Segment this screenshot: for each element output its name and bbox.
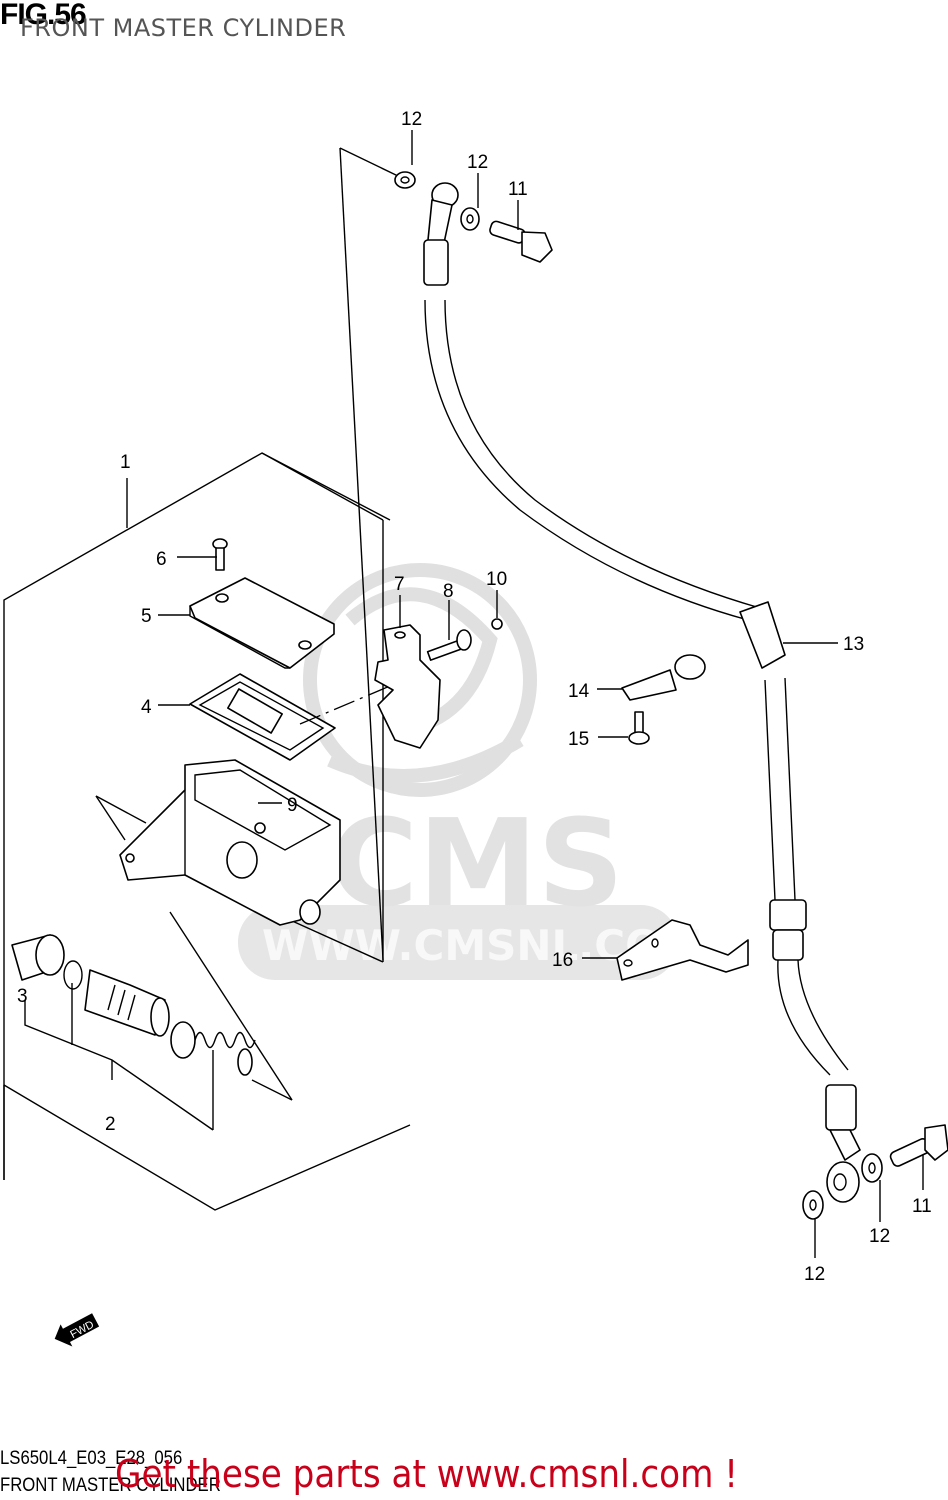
callout-4[interactable]: 4: [141, 697, 152, 718]
callout-8[interactable]: 8: [443, 581, 454, 602]
assembly-frame: [3, 147, 411, 1211]
upper-union-bolt: [489, 220, 553, 263]
circlip-part: [63, 960, 83, 990]
watermark-logo: CMS WWW.CMSNL.COM: [238, 563, 703, 980]
nut-part: [491, 618, 503, 630]
leader-lines: [158, 130, 924, 1258]
model-code: LS650L4_E03_E28_056: [0, 1448, 183, 1469]
callout-7[interactable]: 7: [394, 574, 405, 595]
callout-12-upper-left[interactable]: 12: [401, 109, 422, 130]
cap-screw-part: [212, 538, 228, 571]
callout-2[interactable]: 2: [105, 1114, 116, 1135]
lower-washer-right: [861, 1153, 883, 1183]
section-title: FRONT MASTER CYLINDER: [0, 1475, 221, 1496]
upper-banjo-fitting: [423, 182, 459, 286]
callout-9[interactable]: 9: [287, 795, 298, 816]
brake-hose: [424, 299, 861, 1203]
upper-washer-right: [460, 207, 480, 231]
callout-5[interactable]: 5: [141, 606, 152, 627]
boot-part: [11, 934, 65, 981]
figure-number: FIG.56: [0, 0, 87, 31]
spring-part: [170, 1021, 256, 1076]
reservoir-cap-part: [189, 577, 335, 669]
callout-14[interactable]: 14: [568, 681, 590, 702]
callout-12-lower-left[interactable]: 12: [804, 1264, 825, 1285]
holder-bolt-part: [426, 629, 472, 661]
holder-part: [374, 624, 441, 749]
watermark-cms-text: CMS: [330, 795, 624, 934]
diaphragm-part: [189, 673, 336, 761]
callout-12-upper-right[interactable]: 12: [467, 152, 488, 173]
fwd-label: FWD: [68, 1319, 96, 1341]
lower-union-bolt: [889, 1124, 948, 1167]
upper-washer-left: [394, 171, 416, 189]
callout-13[interactable]: 13: [843, 634, 864, 655]
promo-link[interactable]: Get these parts at www.cmsnl.com !: [115, 1452, 739, 1496]
callout-3[interactable]: 3: [17, 986, 28, 1007]
callout-10[interactable]: 10: [486, 569, 507, 590]
callout-labels: 1 2 3 4 5 6 7 8 9 10 11 11 12 12 12 12 1…: [17, 109, 932, 1285]
callout-11-lower[interactable]: 11: [912, 1196, 932, 1217]
callout-6[interactable]: 6: [156, 549, 167, 570]
fwd-direction-arrow-icon: FWD: [54, 1313, 100, 1347]
callout-1[interactable]: 1: [120, 452, 131, 473]
master-cylinder-body: [95, 759, 341, 926]
clamp-bolt-part: [628, 711, 650, 745]
figure-title: FRONT MASTER CYLINDER: [20, 14, 347, 42]
hose-guide-part: [616, 919, 749, 981]
callout-15[interactable]: 15: [568, 729, 589, 750]
callout-11-upper[interactable]: 11: [508, 179, 528, 200]
callout-12-lower-right[interactable]: 12: [869, 1226, 890, 1247]
piston-set-bracket: [24, 983, 214, 1131]
hose-clamp-part: [621, 654, 706, 701]
piston-part: [84, 969, 170, 1037]
callout-16[interactable]: 16: [552, 950, 573, 971]
lower-washer-left: [802, 1190, 824, 1220]
